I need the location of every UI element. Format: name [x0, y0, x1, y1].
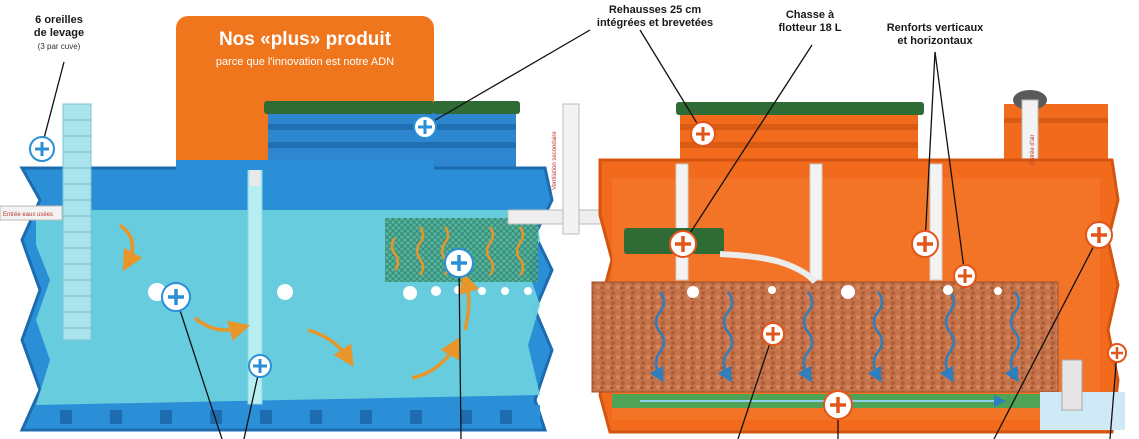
orange-lid	[676, 102, 924, 115]
level-gauge	[62, 103, 92, 341]
promo-banner: Nos «plus» produit parce que l'innovatio…	[176, 16, 434, 166]
callout-lifting-ears: 6 oreilles de levage (3 par cuve)	[14, 14, 104, 53]
ventilation-label: Ventilation secondaire	[552, 131, 558, 190]
plus-circle-icon[interactable]	[823, 390, 853, 420]
callout-extensions: Rehausses 25 cm intégrées et brevetées	[575, 4, 735, 30]
leader-lines	[41, 29, 1118, 439]
inlet-pipe	[0, 205, 63, 221]
plus-circle-icon[interactable]	[1107, 343, 1127, 363]
plus-circle-icon[interactable]	[669, 230, 697, 258]
callout-extensions-line2: intégrées et brevetées	[596, 17, 714, 29]
callout-flush: Chasse à flotteur 18 L	[765, 9, 855, 35]
promo-subtitle: parce que l'innovation est notre ADN	[215, 56, 395, 68]
callout-reinforcements-line1: Renforts verticaux	[886, 22, 984, 34]
orange-tank	[591, 90, 1125, 434]
plus-circle-icon[interactable]	[1085, 221, 1113, 249]
callout-reinforcements-line2: et horizontaux	[897, 35, 973, 47]
air-inlet-label: Entrée d'air	[1030, 135, 1036, 166]
callout-flush-line2: flotteur 18 L	[778, 22, 842, 34]
callout-lifting-ears-line1: 6 oreilles	[35, 14, 83, 26]
plus-circle-icon[interactable]	[29, 136, 55, 162]
plus-circle-icon[interactable]	[953, 264, 977, 288]
plus-circle-icon[interactable]	[161, 282, 191, 312]
callout-lifting-ears-line2: de levage	[33, 27, 85, 39]
plus-circle-icon[interactable]	[911, 230, 939, 258]
plus-circle-icon[interactable]	[444, 248, 474, 278]
plus-circle-icon[interactable]	[761, 322, 785, 346]
promo-title: Nos «plus» produit	[218, 29, 392, 50]
plus-circle-icon[interactable]	[248, 354, 272, 378]
plus-circle-icon[interactable]	[690, 121, 716, 147]
callout-extensions-line1: Rehausses 25 cm	[608, 4, 702, 16]
inlet-label: Entrée eaux usées	[3, 212, 53, 218]
blue-tank	[0, 101, 554, 432]
callout-lifting-ears-note: (3 par cuve)	[37, 42, 81, 51]
callout-reinforcements: Renforts verticaux et horizontaux	[875, 22, 995, 48]
callout-flush-line1: Chasse à	[785, 9, 835, 21]
ventilation-pipe	[562, 103, 580, 235]
